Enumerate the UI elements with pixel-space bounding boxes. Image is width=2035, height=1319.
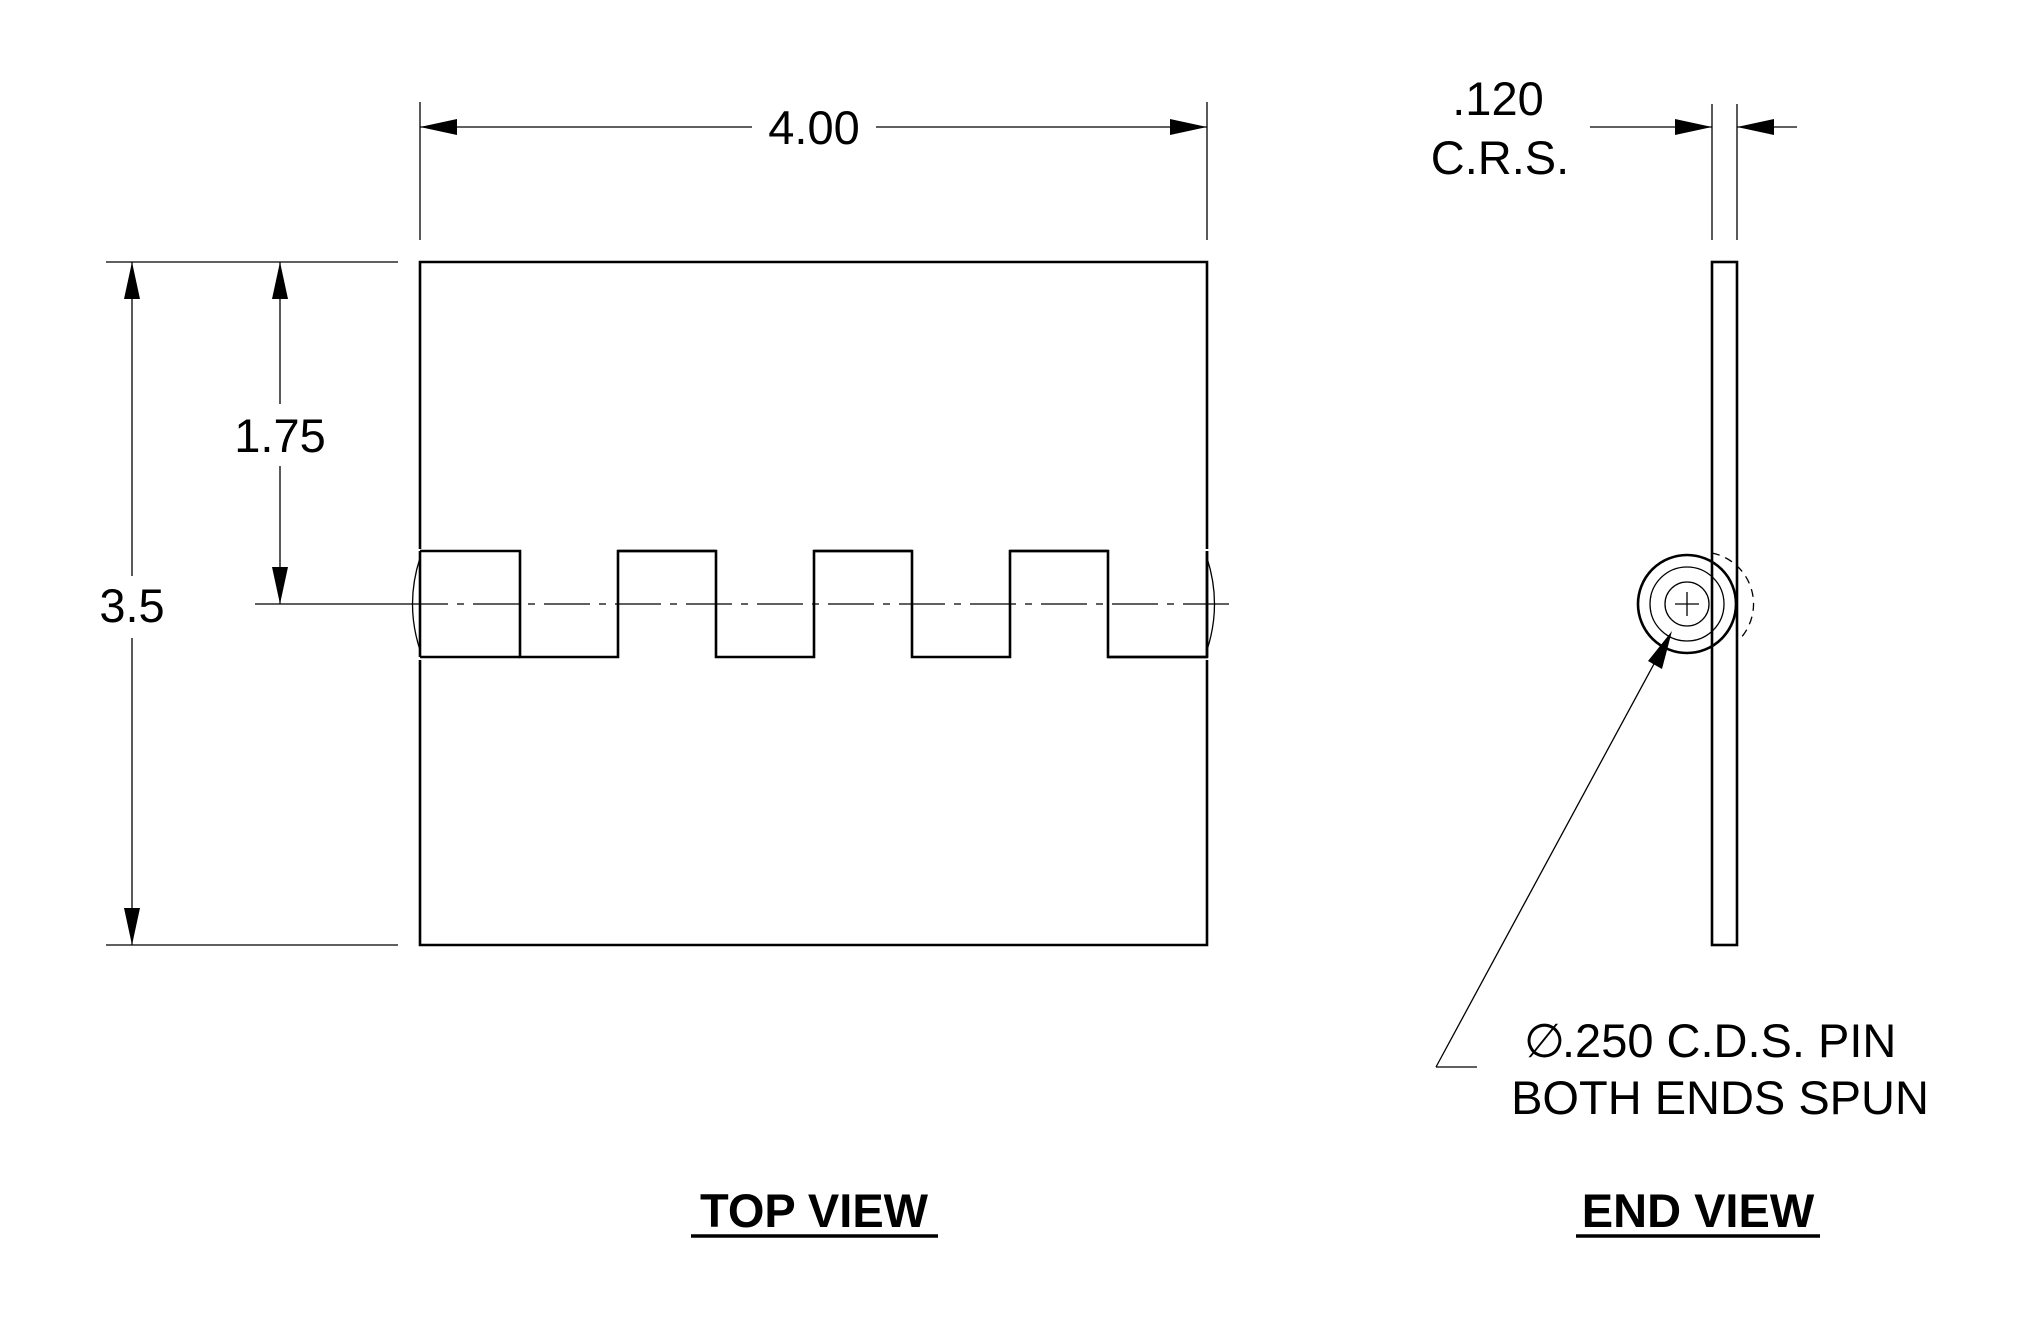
dimension-width-text: 4.00 (768, 101, 859, 154)
dimension-thickness-value: .120 (1452, 72, 1543, 125)
end-view-label: END VIEW (1582, 1184, 1815, 1237)
pin-diameter-symbol: ∅ (1524, 1014, 1565, 1067)
pin-callout: ∅ .250 C.D.S. PIN BOTH ENDS SPUN (1435, 631, 1929, 1124)
leader-arrowhead (1648, 631, 1672, 669)
arrowhead-thk-right (1737, 119, 1774, 135)
upper-leaf-outline (418, 260, 1209, 549)
knuckle-barrel-inner (1649, 566, 1725, 642)
dimension-thickness: .120 C.R.S. (1431, 72, 1797, 240)
arrowhead-thk-left (1675, 119, 1712, 135)
leader-line (1435, 637, 1669, 1068)
arrowhead-left (420, 119, 457, 135)
dimension-thickness-material: C.R.S. (1431, 131, 1569, 184)
lower-leaf-outline (418, 660, 1209, 947)
dimension-width: 4.00 (419, 101, 1208, 240)
end-view: .120 C.R.S. ∅ .250 C.D.S. PIN BOTH ENDS … (1431, 72, 1929, 1238)
knuckle-barrel-outer (1636, 553, 1738, 655)
arrowhead-right (1170, 119, 1207, 135)
pin-note-line1: .250 C.D.S. PIN (1562, 1014, 1896, 1067)
dimension-half-height-text: 1.75 (234, 409, 325, 462)
arrowhead-half-top (272, 262, 288, 299)
arrowhead-half-bottom (272, 567, 288, 604)
dimension-height: 3.5 (99, 261, 398, 946)
dimension-height-text: 3.5 (99, 579, 164, 632)
pin-note-line2: BOTH ENDS SPUN (1511, 1071, 1929, 1124)
pin-circle (1664, 581, 1710, 627)
dimension-half-height: 1.75 (234, 262, 402, 605)
arrowhead-bottom (124, 908, 140, 945)
knuckle-hidden-arc (1711, 552, 1755, 641)
top-view-label: TOP VIEW (700, 1184, 929, 1237)
top-view: 4.00 3.5 1.75 TOP VIEW (99, 101, 1238, 1238)
arrowhead-top (124, 262, 140, 299)
